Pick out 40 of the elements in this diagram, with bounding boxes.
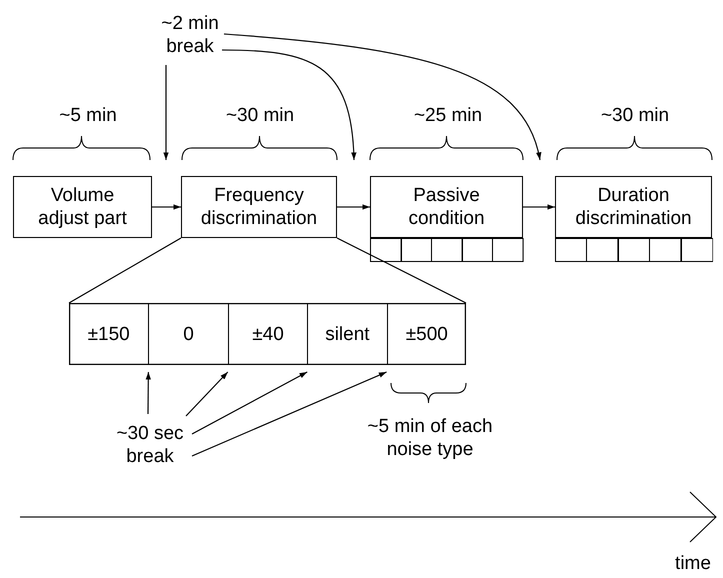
- duration-label: ~30 min: [600, 104, 670, 127]
- segment-cell: [431, 238, 463, 262]
- arrow: [224, 33, 541, 160]
- session-box: Frequency discrimination: [181, 176, 337, 238]
- duration-label: ~25 min: [412, 104, 484, 127]
- noise-level-cell: 0: [148, 303, 228, 365]
- session-box: Duration discrimination: [555, 176, 712, 238]
- arrow: [192, 372, 308, 434]
- arrow: [523, 204, 555, 210]
- break-note: ~30 sec break: [108, 416, 192, 474]
- session-box: Passive condition: [370, 176, 523, 238]
- break-note: ~2 min break: [158, 8, 222, 62]
- duration-note: ~5 min of each noise type: [366, 415, 494, 461]
- axis-label: time: [674, 552, 712, 575]
- noise-level-cell: ±500: [386, 303, 466, 365]
- noise-level-cell: ±150: [69, 303, 148, 365]
- noise-level-cell: silent: [307, 303, 387, 365]
- arrow: [192, 372, 387, 456]
- arrow: [146, 372, 152, 414]
- arrow: [163, 65, 169, 160]
- duration-label: ~5 min: [58, 104, 118, 127]
- segment-cell: [492, 238, 524, 262]
- segment-cell: [555, 238, 588, 262]
- session-box: Volume adjust part: [13, 176, 152, 238]
- segment-cell: [400, 238, 432, 262]
- zoom-line: [336, 238, 466, 304]
- arrow: [186, 372, 228, 416]
- noise-block-strip: [69, 303, 466, 365]
- segment-cell: [370, 238, 402, 262]
- segment-cell: [649, 238, 682, 262]
- duration-label: ~30 min: [224, 104, 296, 127]
- zoom-line: [68, 238, 182, 304]
- segment-cell: [462, 238, 494, 262]
- segment-cell: [680, 238, 713, 262]
- noise-level-cell: ±40: [228, 303, 308, 365]
- arrow: [337, 204, 370, 210]
- segment-cell: [586, 238, 619, 262]
- arrow: [152, 204, 181, 210]
- arrow: [222, 49, 356, 160]
- segment-cell: [618, 238, 650, 262]
